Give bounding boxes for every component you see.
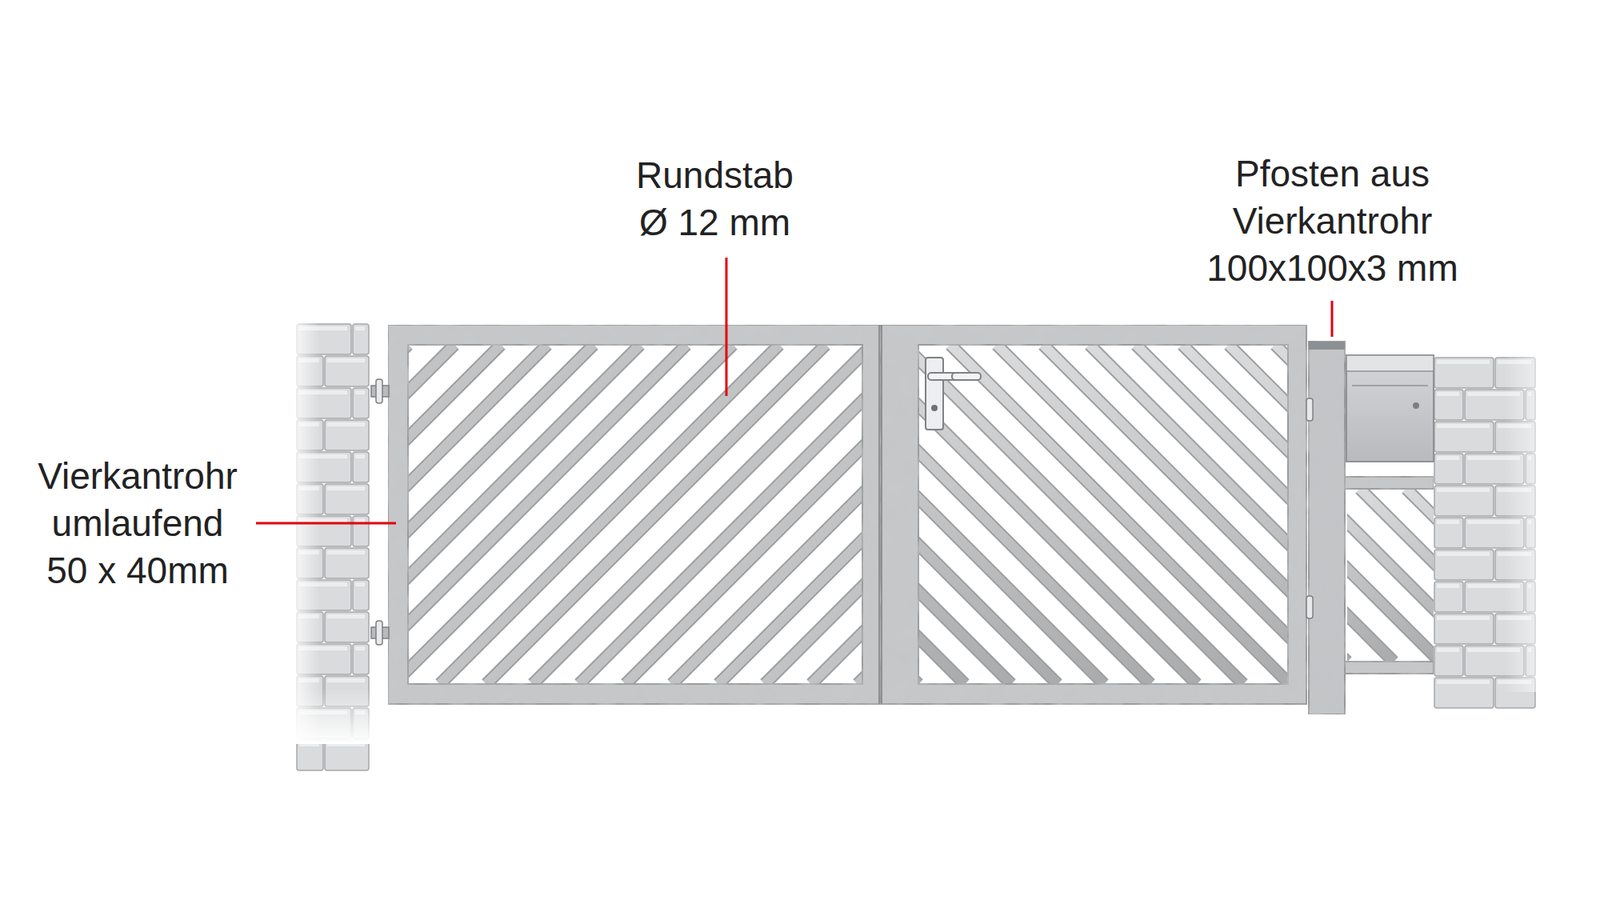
round-bar-edge	[1406, 488, 1434, 662]
mailbox-lock	[1412, 402, 1420, 409]
brick	[1434, 645, 1464, 676]
brick	[352, 644, 369, 675]
brick-highlight	[355, 454, 365, 459]
brick	[1434, 389, 1464, 420]
round-bar-edge	[1275, 344, 1288, 684]
round-bar	[1406, 488, 1434, 662]
brick	[324, 612, 369, 643]
round-bar	[625, 344, 863, 684]
brick	[1434, 581, 1464, 612]
fade	[288, 316, 320, 744]
round-bar	[764, 344, 863, 684]
brick-highlight	[327, 422, 365, 427]
part-label: Rundstab Ø 12 mm	[633, 152, 796, 247]
round-bar	[1136, 344, 1288, 684]
brick-highlight	[327, 678, 365, 683]
fade	[1504, 348, 1568, 692]
brick-highlight	[1436, 520, 1460, 524]
brick-highlight	[1436, 552, 1490, 556]
left-leaf-frame	[388, 324, 880, 704]
right-leaf-frame	[881, 324, 1307, 704]
round-bars	[1347, 488, 1434, 662]
side-rail	[1344, 661, 1434, 674]
part-label: Pfosten aus Vierkantrohr 100x100x3 mm	[1204, 150, 1461, 292]
leaf-gap	[880, 324, 883, 704]
mailbox-lid	[1346, 355, 1434, 372]
brick-highlight	[1436, 648, 1460, 652]
door-handle	[925, 357, 981, 430]
brick	[352, 516, 369, 547]
brick	[1434, 677, 1494, 708]
post	[1308, 341, 1345, 715]
brick	[296, 740, 324, 771]
round-bar	[1360, 488, 1434, 662]
round-bar-edge	[1136, 344, 1288, 684]
brick-highlight	[1436, 584, 1460, 588]
post-cap	[1308, 341, 1345, 350]
mailbox	[1346, 355, 1434, 462]
brick	[1434, 613, 1494, 644]
brick	[352, 388, 369, 419]
round-bar-edge	[718, 344, 863, 684]
leader-line	[1331, 300, 1334, 337]
brick-highlight	[327, 550, 365, 555]
brick-highlight	[1436, 488, 1490, 492]
brick	[324, 548, 369, 579]
brick	[1434, 421, 1494, 452]
leader-line	[256, 522, 396, 525]
round-bars	[918, 344, 1288, 684]
brick	[1434, 453, 1464, 484]
brick	[324, 420, 369, 451]
round-bar	[811, 344, 863, 684]
brick	[1434, 357, 1494, 388]
brick-highlight	[327, 486, 365, 491]
brick-highlight	[355, 646, 365, 651]
round-bar-edge	[1228, 344, 1288, 684]
brick	[324, 740, 369, 771]
brick-highlight	[1436, 392, 1460, 396]
gate-frame	[388, 324, 1434, 715]
brick-highlight	[1436, 424, 1490, 428]
brick	[324, 484, 369, 515]
brick	[352, 324, 369, 355]
round-bar-edge	[625, 344, 863, 684]
brick-highlight	[355, 390, 365, 395]
brick	[352, 580, 369, 611]
round-bar	[1228, 344, 1288, 684]
round-bar-edge	[1360, 488, 1434, 662]
round-bar	[1275, 344, 1288, 684]
brick-highlight	[355, 582, 365, 587]
round-bar-edge	[764, 344, 863, 684]
hinge	[371, 379, 1313, 645]
brick-highlight	[355, 326, 365, 331]
round-bar-edge	[811, 344, 863, 684]
leader-line	[725, 257, 728, 396]
brick	[324, 356, 369, 387]
brick-highlight	[1436, 456, 1460, 460]
brick-highlight	[327, 614, 365, 619]
side-rail	[1344, 476, 1434, 489]
brick	[1434, 517, 1464, 548]
brick-highlight	[1436, 680, 1490, 684]
round-bar	[718, 344, 863, 684]
part-label: Vierkantrohr umlaufend 50 x 40mm	[35, 452, 240, 595]
brick	[1434, 549, 1494, 580]
brick-highlight	[1436, 616, 1490, 620]
mailbox-slot	[1352, 384, 1428, 387]
brick-highlight	[1436, 360, 1490, 364]
brick-highlight	[355, 518, 365, 523]
leaf-gap	[878, 324, 880, 704]
brick	[352, 452, 369, 483]
brick	[1434, 485, 1494, 516]
brick-highlight	[327, 358, 365, 363]
round-bars	[408, 344, 863, 684]
